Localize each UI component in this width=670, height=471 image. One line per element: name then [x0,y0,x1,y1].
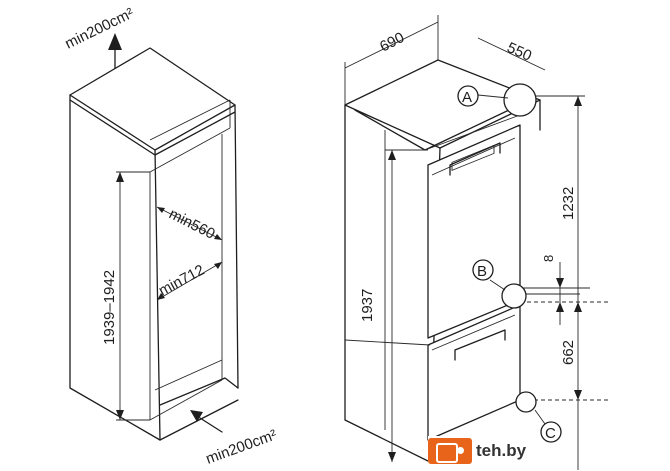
niche-top-face [69,47,236,151]
watermark-text: teh.by [476,441,527,460]
marker-a-label: A [462,89,472,106]
detail-circle-b [501,283,527,309]
dim-662-arrow-top-icon [574,302,582,312]
width-dimension-line [156,261,223,301]
upper-handle [451,144,495,172]
side-divider [344,339,431,346]
bottom-vent-arrow-icon [190,410,203,422]
top-trim-3 [149,127,231,173]
height-1937-arrow-bottom-icon [388,452,396,462]
height-arrow-top-icon [116,172,124,182]
detail-circle-a [503,83,537,117]
niche-front-edge [154,149,161,441]
width-690-label: 690 [377,29,407,56]
height-label: 1939–1942 [101,270,118,345]
lower-bracket [454,329,506,361]
gap-arrow-bottom-icon [556,302,564,312]
height-1232-label: 1232 [560,187,577,220]
bottom-step [159,377,239,406]
marker-b-label: B [477,263,487,280]
leader-b [489,279,506,291]
width-label: min712 [156,261,207,299]
upper-door-trim [431,137,516,176]
teh-by-watermark: teh.by [428,436,533,466]
tv-logo-icon [428,438,472,464]
upper-door [427,124,521,339]
depth-550-line [477,37,546,71]
top-trim-1 [69,99,236,156]
bottom-plinth [154,359,223,391]
niche-left-edge [69,94,161,441]
fridge-left-edge [344,104,431,463]
gap-8-label: 8 [541,255,556,262]
niche-bottom-edge [159,399,239,441]
gap-arrow-top-icon [556,278,564,288]
height-662-label: 662 [560,340,577,365]
bottom-vent-arrow-shaft [199,417,223,433]
leader-c [534,409,546,425]
fridge-hinge-rail [424,114,521,151]
leader-a [477,94,509,99]
height-1937-label: 1937 [359,289,376,322]
upper-bracket [449,142,501,176]
width-arrow-end-icon [214,262,222,269]
marker-b-circle [472,259,494,281]
bottom-vent-label: min200cm² [204,426,280,467]
dim-1232-arrow-top-icon [574,96,582,106]
height-1937-arrow-top-icon [388,150,396,160]
marker-a-circle [457,85,479,107]
cavity-bottom [149,379,223,421]
width-arrow-start-icon [157,293,165,300]
width-690-line [344,21,439,69]
top-vent-label: min200cm² [62,5,136,53]
top-trim-2 [149,99,231,141]
lower-door-trim [431,314,516,351]
marker-c-label: C [545,425,556,442]
depth-550-label: 550 [504,39,534,65]
height-arrow-bottom-icon [116,410,124,420]
detail-circle-c [515,391,537,413]
cabinet-niche: min200cm² min560 min712 193 [62,5,279,468]
depth-label: min560 [166,205,218,242]
depth-dimension-line [156,206,223,241]
depth-arrow-end-icon [214,234,222,240]
dim-662-arrow-bottom-icon [574,390,582,400]
refrigerator: 690 550 1937 1232 8 662 A B [344,15,610,470]
top-vent-arrow-icon [108,33,122,50]
depth-arrow-start-icon [157,207,165,213]
niche-right-edge [234,104,239,389]
marker-c-circle [540,421,562,443]
